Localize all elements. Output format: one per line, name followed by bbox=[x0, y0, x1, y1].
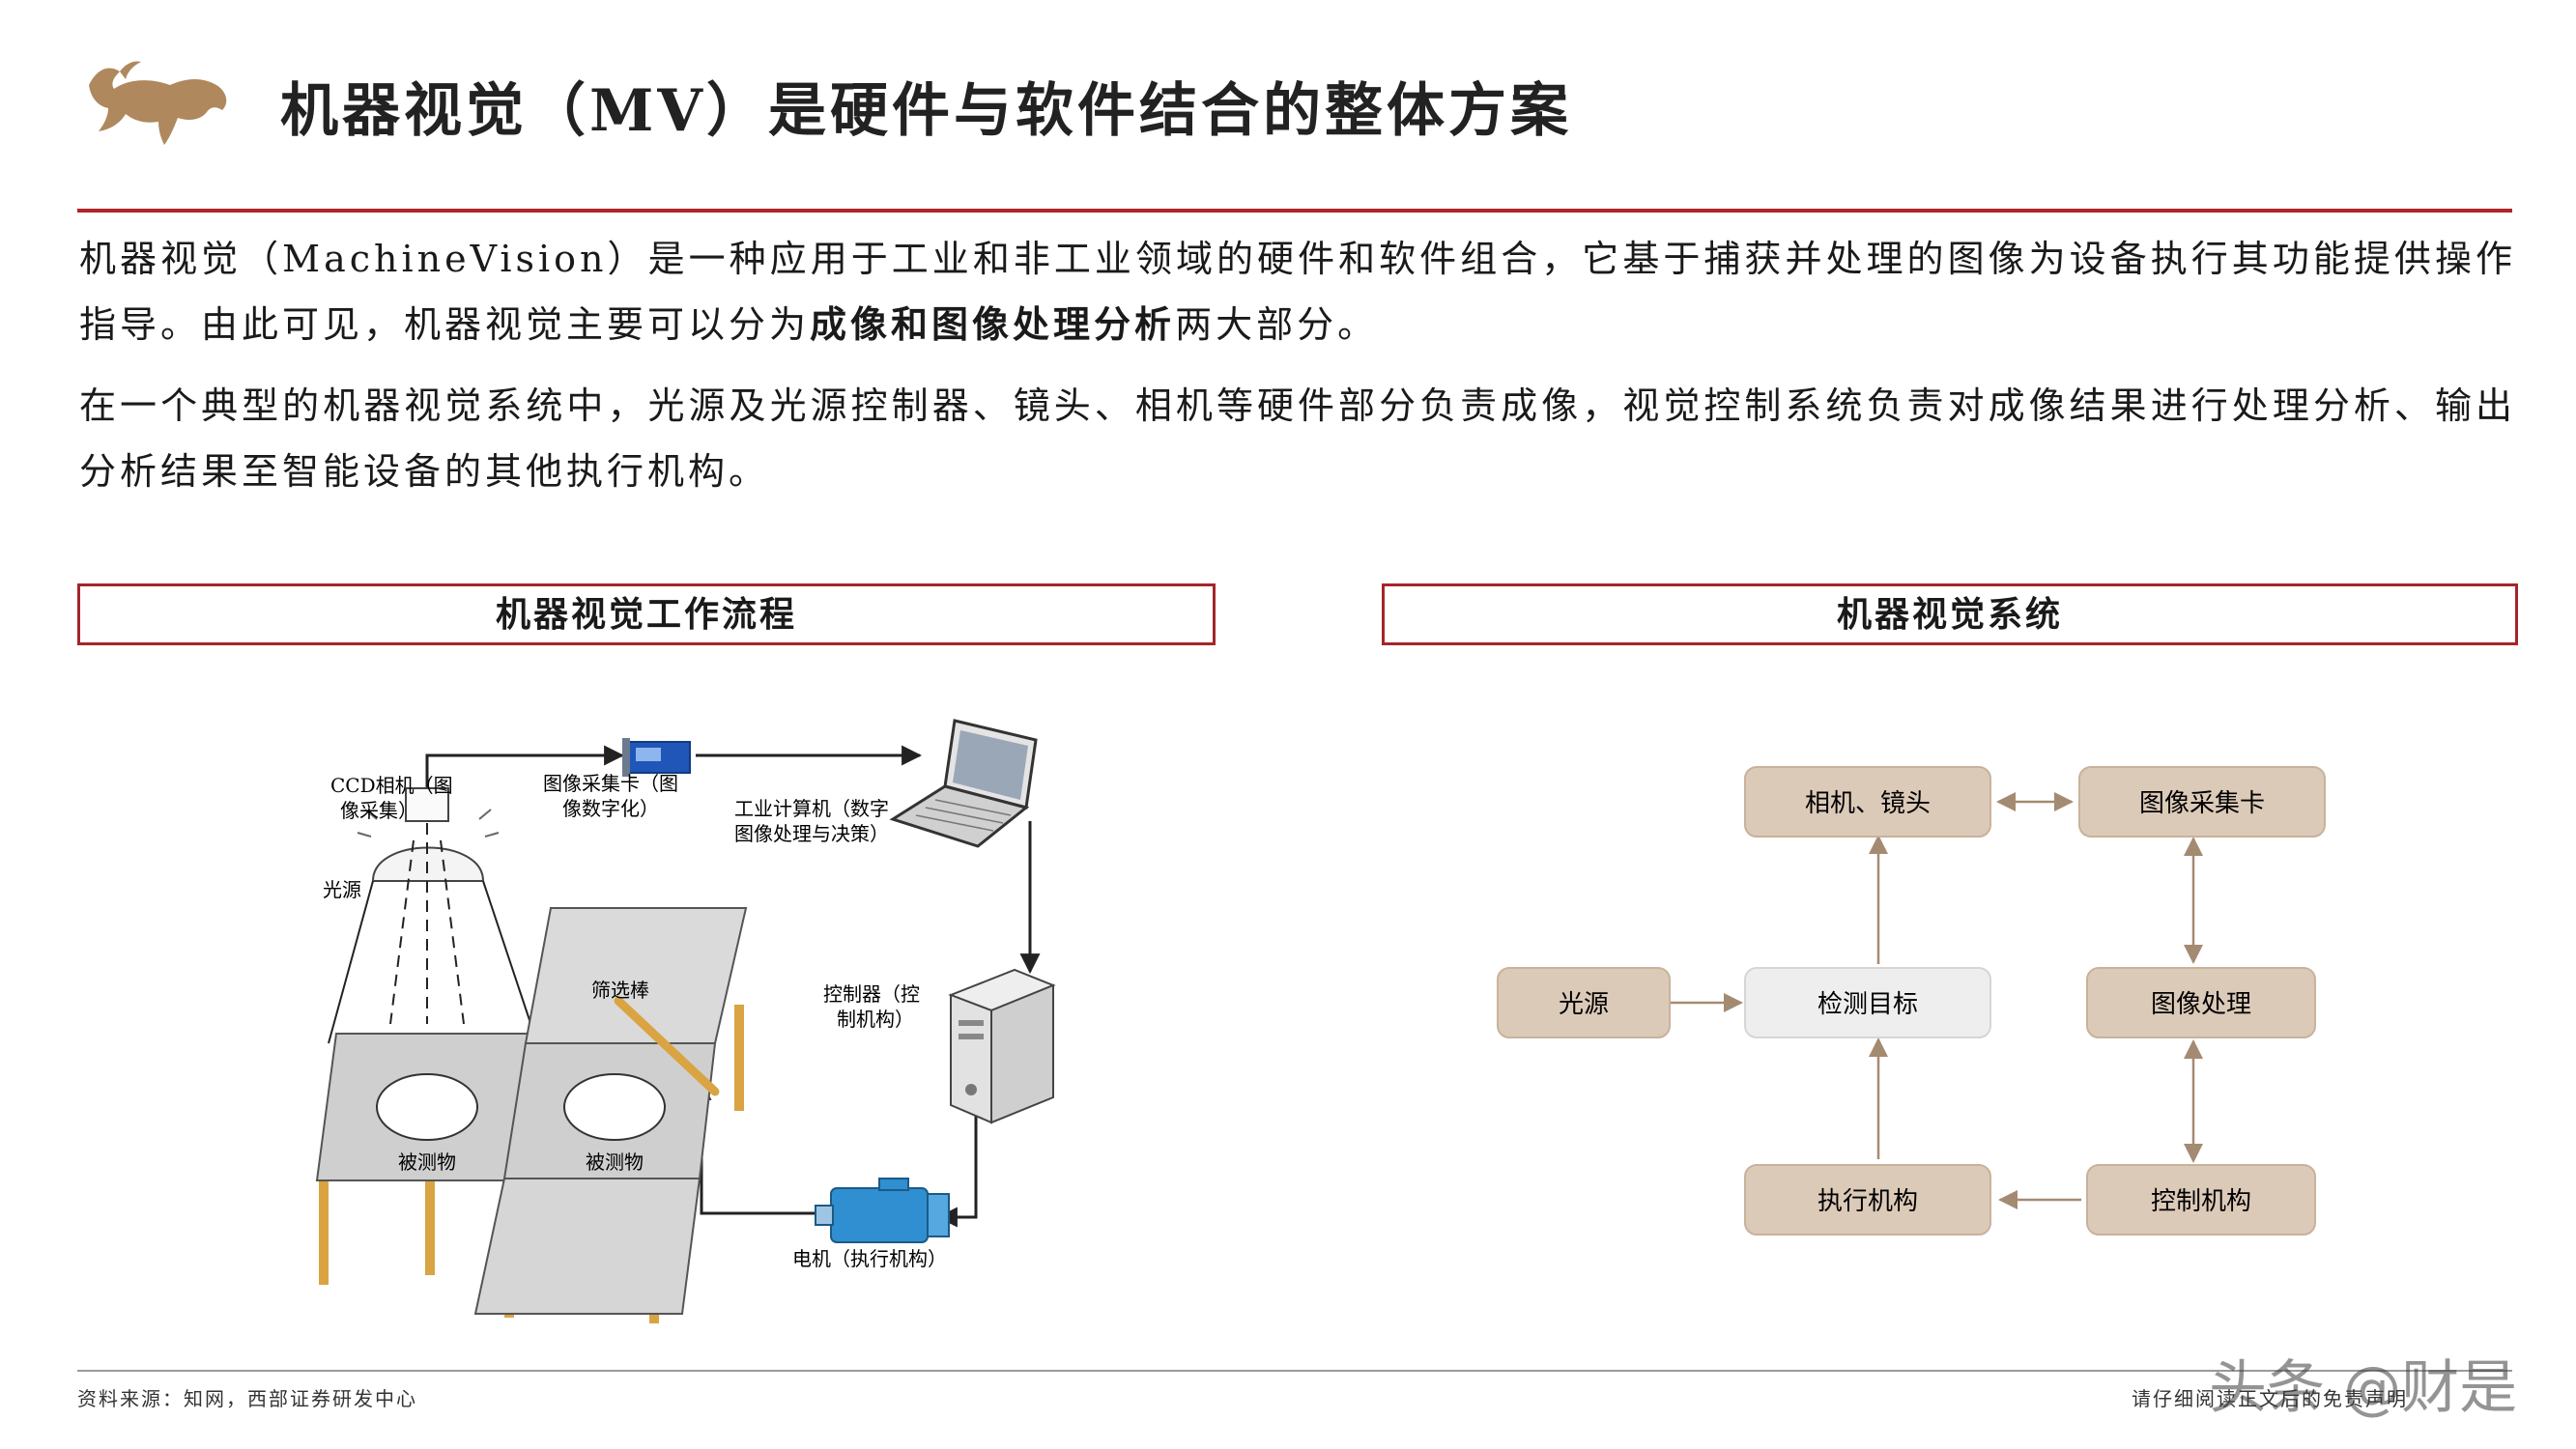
light-source-label: 光源 bbox=[323, 878, 361, 901]
controller-box-label: 控制机构 bbox=[2151, 1187, 2251, 1216]
light-source-box bbox=[1497, 967, 1671, 1038]
sorting-rod-label: 筛选棒 bbox=[591, 979, 649, 1002]
controller-box bbox=[2086, 1164, 2316, 1236]
controller-icon bbox=[948, 968, 1056, 1124]
ccd-camera-label-1: CCD相机（图 bbox=[330, 774, 453, 797]
bull-logo bbox=[89, 61, 227, 145]
intro-text: 机器视觉（MachineVision）是一种应用于工业和非工业领域的硬件和软件组… bbox=[79, 238, 2516, 346]
intro-bold-imaging: 成像 bbox=[810, 302, 892, 346]
intro-paragraph-2: 在一个典型的机器视觉系统中，光源及光源控制器、镜头、相机等硬件部分负责成像，视觉… bbox=[79, 384, 2516, 493]
intro-text-end: 两大部分。 bbox=[1175, 303, 1379, 346]
computer-label-2: 图像处理与决策） bbox=[734, 822, 889, 845]
footer-divider bbox=[77, 1370, 2512, 1372]
image-processing-box bbox=[2086, 967, 2316, 1038]
object-1-label: 被测物 bbox=[398, 1151, 456, 1174]
motor-label: 电机（执行机构） bbox=[792, 1247, 947, 1270]
watermark: 头条 @财是 bbox=[2209, 1354, 2518, 1422]
intro-bold-analysis: 图像处理分析 bbox=[931, 302, 1176, 346]
source-note: 资料来源：知网，西部证券研发中心 bbox=[77, 1387, 417, 1410]
disclaimer-note: 请仔细阅读正文后的免责声明 bbox=[2132, 1387, 2408, 1410]
ccd-camera-icon bbox=[405, 787, 449, 822]
system-diagram: 相机、镜头 图像采集卡 光源 检测目标 图像处理 执行机构 控制机构 bbox=[1497, 766, 2326, 1236]
object-1-icon bbox=[376, 1073, 478, 1141]
motor-icon bbox=[815, 1178, 950, 1243]
object-2-label: 被测物 bbox=[586, 1151, 644, 1174]
actuator-label: 执行机构 bbox=[1818, 1187, 1918, 1216]
arrow-motor-to-rod bbox=[691, 1079, 821, 1215]
system-panel-title: 机器视觉系统 bbox=[1382, 583, 2518, 645]
light-source-box-label: 光源 bbox=[1559, 990, 1609, 1019]
ccd-camera-label-2: 像采集） bbox=[340, 799, 417, 822]
computer-label-1: 工业计算机（数字 bbox=[734, 797, 889, 820]
camera-lens-label: 相机、镜头 bbox=[1805, 789, 1931, 818]
object-2-icon bbox=[563, 1073, 666, 1141]
capture-card-icon bbox=[622, 738, 691, 777]
conveyor-bottom bbox=[473, 1178, 701, 1315]
capture-card-label-1: 图像采集卡（图 bbox=[543, 772, 678, 795]
inspection-target-label: 检测目标 bbox=[1818, 990, 1918, 1019]
arrow-camera-to-card bbox=[425, 745, 625, 796]
capture-card-label-2: 像数字化） bbox=[562, 797, 659, 820]
workflow-panel-title: 机器视觉工作流程 bbox=[77, 583, 1216, 645]
page-title: 机器视觉（MV）是硬件与软件结合的整体方案 bbox=[280, 77, 1572, 145]
intro-bold-and: 和 bbox=[891, 302, 932, 346]
capture-card-box-label: 图像采集卡 bbox=[2139, 789, 2265, 818]
industrial-computer-icon bbox=[889, 719, 1038, 848]
sorting-rod-icon bbox=[614, 996, 720, 1096]
actuator-box bbox=[1744, 1164, 1991, 1236]
inspection-target-box bbox=[1744, 967, 1991, 1038]
controller-label-2: 制机构） bbox=[837, 1008, 914, 1031]
image-processing-label: 图像处理 bbox=[2151, 990, 2251, 1019]
camera-lens-box bbox=[1744, 766, 1991, 838]
workflow-diagram: 被测物 被测物 筛选棒 bbox=[315, 719, 1056, 1323]
intro-paragraph-1: 机器视觉（MachineVision）是一种应用于工业和非工业领域的硬件和软件组… bbox=[79, 226, 2516, 357]
capture-card-box bbox=[2078, 766, 2326, 838]
title-divider bbox=[77, 209, 2512, 213]
controller-label-1: 控制器（控 bbox=[823, 982, 920, 1006]
